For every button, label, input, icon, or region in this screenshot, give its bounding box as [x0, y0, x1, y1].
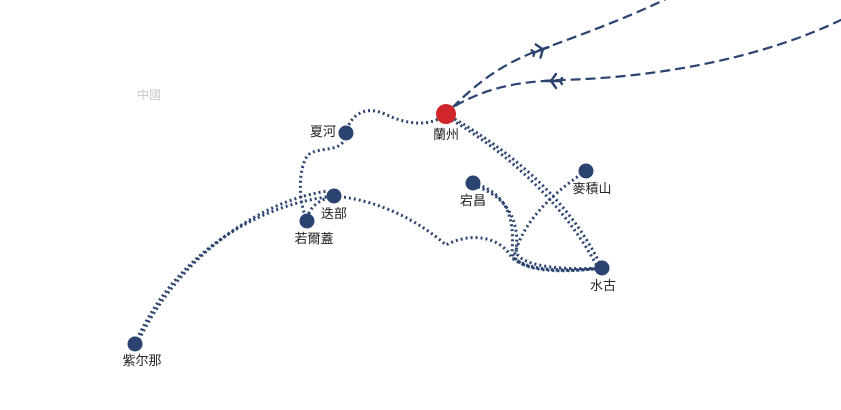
- station-marker-zoige[interactable]: [299, 213, 315, 229]
- station-label-lanzhou: 蘭州: [433, 127, 459, 143]
- airplane-icon: [543, 72, 564, 90]
- station-marker-ziernei[interactable]: [127, 336, 143, 352]
- country-label: 中國: [137, 87, 161, 102]
- station-marker-diebu[interactable]: [326, 188, 342, 204]
- station-label-diebu: 迭部: [321, 207, 347, 222]
- station-label-xiahe: 夏河: [310, 125, 336, 140]
- station-marker-shuigu[interactable]: [594, 260, 610, 276]
- route-lanzhou-shuigu-b: [451, 118, 600, 269]
- station-marker-tanchang[interactable]: [465, 175, 481, 191]
- station-label-tanchang: 宕昌: [460, 194, 486, 209]
- route-tanchang-shuigu-b: [477, 185, 603, 271]
- route-ziernei-diebu-b: [137, 189, 329, 341]
- station-marker-xiahe[interactable]: [338, 125, 354, 141]
- route-diebu-shuigu: [333, 194, 603, 272]
- route-lanzhou-shuigu-a: [445, 112, 604, 269]
- airplane-icon: [530, 43, 550, 59]
- station-marker-maijishan[interactable]: [578, 163, 594, 179]
- route-lanzhou-xiahe: [344, 109, 447, 134]
- station-label-zoige: 若爾蓋: [294, 231, 333, 247]
- station-label-ziernei: 紫尔那: [122, 354, 161, 369]
- station-label-maijishan: 麥積山: [572, 181, 611, 197]
- station-label-shuigu: 水古: [590, 279, 616, 294]
- flight-route-2: [454, 18, 841, 107]
- origin-marker[interactable]: [436, 104, 456, 124]
